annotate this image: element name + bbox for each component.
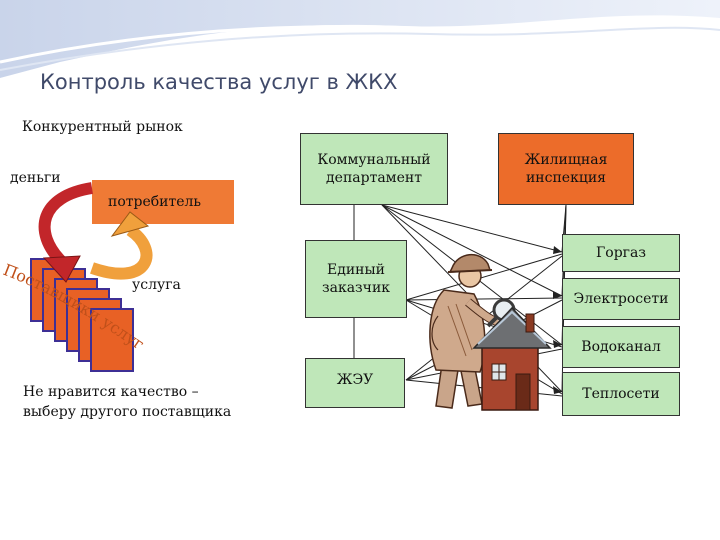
housing-line-2: инспекция (525, 170, 607, 186)
communal-line-1: Коммунальный (317, 152, 431, 168)
communal-department-box: Коммунальный департамент (300, 133, 448, 205)
quality-note: Не нравится качество – выберу другого по… (23, 382, 231, 422)
service-label: услуга (132, 277, 181, 293)
single-customer-box: Единый заказчик (305, 240, 407, 318)
heat-label: Теплосети (582, 386, 660, 402)
detective-house-illustration (429, 254, 552, 411)
suppliers-arc-text: Поставщики услуг (1, 260, 148, 354)
heat-box: Теплосети (562, 372, 680, 416)
housing-inspection-box: Жилищная инспекция (498, 133, 634, 205)
note-line-2: выберу другого поставщика (23, 404, 232, 420)
consumer-box: потребитель (92, 180, 234, 224)
customer-line-1: Единый (327, 262, 385, 278)
electro-label: Электросети (573, 291, 669, 307)
supplier-card-6 (90, 308, 134, 372)
communal-line-2: департамент (326, 170, 422, 186)
consumer-label: потребитель (108, 194, 202, 210)
water-box: Водоканал (562, 326, 680, 368)
customer-line-2: заказчик (321, 280, 391, 296)
gorgaz-box: Горгаз (562, 234, 680, 272)
competitive-market-label: Конкурентный рынок (22, 119, 183, 135)
money-label: деньги (10, 170, 61, 186)
electro-box: Электросети (562, 278, 680, 320)
page-title: Контроль качества услуг в ЖКХ (40, 70, 398, 94)
zheu-box: ЖЭУ (305, 358, 405, 408)
water-label: Водоканал (581, 339, 661, 355)
housing-line-1: Жилищная (524, 152, 608, 168)
note-line-1: Не нравится качество – (23, 384, 199, 400)
zheu-label: ЖЭУ (336, 372, 374, 388)
header-decoration (0, 0, 720, 78)
svg-text:Поставщики услуг: Поставщики услуг (1, 260, 148, 354)
gorgaz-label: Горгаз (596, 245, 646, 261)
